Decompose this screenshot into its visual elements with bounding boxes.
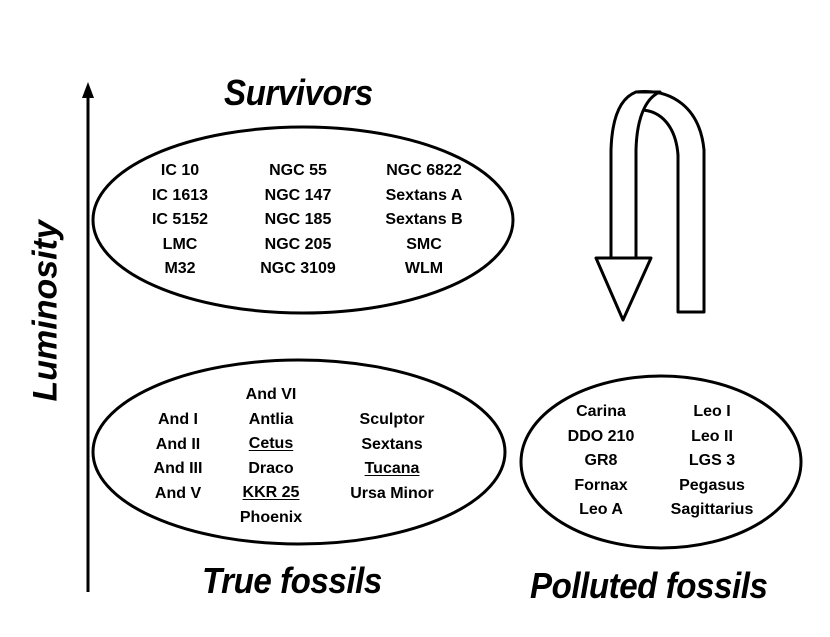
survivors-ellipse xyxy=(91,125,515,315)
galaxy-name: Pegasus xyxy=(679,476,745,494)
galaxy-name: And V xyxy=(154,484,202,502)
true-fossils-ellipse xyxy=(91,358,507,546)
galaxy-name: Sculptor xyxy=(359,411,425,428)
galaxy-name: DDO 210 xyxy=(567,427,635,445)
galaxy-name: Antlia xyxy=(248,410,294,428)
galaxy-name: Fornax xyxy=(574,476,628,494)
true-fossils-column-1: And I And II And III And V xyxy=(138,408,218,506)
galaxy-name: Phoenix xyxy=(239,508,303,526)
survivors-title: Survivors xyxy=(224,72,373,113)
galaxy-name: Sextans xyxy=(361,435,423,453)
galaxy-name: KKR 25 xyxy=(242,484,300,501)
galaxy-name: LMC xyxy=(162,235,198,253)
galaxy-name: M32 xyxy=(164,260,196,277)
galaxy-name: And III xyxy=(153,460,203,477)
evolution-curved-arrow xyxy=(594,90,706,322)
galaxy-name: Sagittarius xyxy=(670,501,754,518)
galaxy-name: Carina xyxy=(576,403,626,420)
true-fossils-title: True fossils xyxy=(202,560,382,601)
galaxy-name: Leo I xyxy=(693,403,731,420)
galaxy-name: WLM xyxy=(404,260,444,277)
luminosity-axis-arrowhead xyxy=(82,82,94,98)
galaxy-name: NGC 3109 xyxy=(260,260,336,277)
galaxy-name: And I xyxy=(158,411,198,428)
galaxy-name: NGC 147 xyxy=(264,186,332,204)
galaxy-name: GR8 xyxy=(584,452,618,469)
galaxy-name: LGS 3 xyxy=(688,452,736,469)
galaxy-name: Tucana xyxy=(364,460,420,477)
galaxy-name: NGC 205 xyxy=(264,235,332,253)
galaxy-name: Sextans B xyxy=(385,211,463,228)
galaxy-name: IC 5152 xyxy=(151,211,209,228)
galaxy-name: Sextans A xyxy=(385,186,463,204)
galaxy-name: And II xyxy=(155,435,201,453)
galaxy-name: NGC 6822 xyxy=(386,162,462,179)
galaxy-name: IC 10 xyxy=(160,162,200,179)
luminosity-axis-label: Luminosity xyxy=(26,220,65,402)
galaxy-name: Leo II xyxy=(691,427,733,445)
polluted-fossils-title: Polluted fossils xyxy=(530,565,768,606)
galaxy-name: SMC xyxy=(406,235,442,253)
polluted-fossils-ellipse xyxy=(519,374,803,550)
galaxy-name: Cetus xyxy=(248,435,294,452)
galaxy-name: Ursa Minor xyxy=(350,484,434,502)
galaxy-name: NGC 185 xyxy=(264,211,332,228)
galaxy-name: And VI xyxy=(245,386,297,403)
galaxy-name: IC 1613 xyxy=(151,186,209,204)
galaxy-name: NGC 55 xyxy=(269,162,327,179)
galaxy-name: Draco xyxy=(248,459,294,477)
galaxy-name: Leo A xyxy=(579,501,623,518)
